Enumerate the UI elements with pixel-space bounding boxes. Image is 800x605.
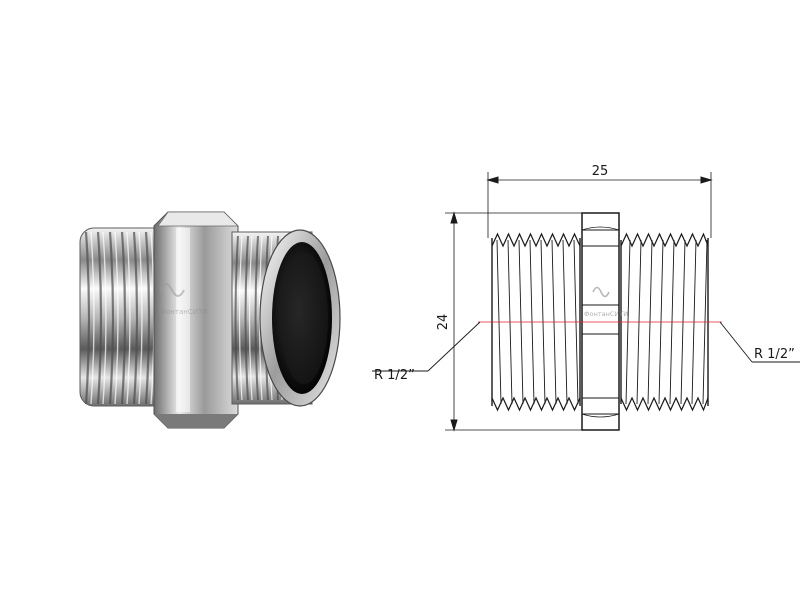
drawing-hex-nut <box>581 212 620 431</box>
photo-watermark: ФонтанСИТИ <box>159 283 207 316</box>
photo-left-thread <box>79 227 173 407</box>
photo-open-end <box>259 229 341 407</box>
drawing-labels: 25 24 R 1/2” R 1/2” <box>374 164 795 383</box>
height-dimension-label: 24 <box>436 314 451 331</box>
drawing-watermark: ФонтанСИТИ <box>584 286 628 318</box>
technical-drawing: ФонтанСИТИ <box>372 172 800 432</box>
fitting-photo: ФонтанСИТИ <box>79 211 341 429</box>
drawing-watermark-logo-icon <box>592 286 610 298</box>
photo-hex-nut <box>153 211 239 429</box>
length-dimension-label: 25 <box>592 164 609 179</box>
photo-watermark-text: ФонтанСИТИ <box>160 308 207 316</box>
thread-right-label: R 1/2” <box>754 347 795 362</box>
dimension-length <box>486 172 713 238</box>
drawing-watermark-text: ФонтанСИТИ <box>584 310 628 318</box>
thread-left-label: R 1/2” <box>374 368 415 383</box>
dimension-height <box>445 211 582 432</box>
watermark-logo-icon <box>159 283 185 297</box>
thread-leaders <box>372 321 800 372</box>
